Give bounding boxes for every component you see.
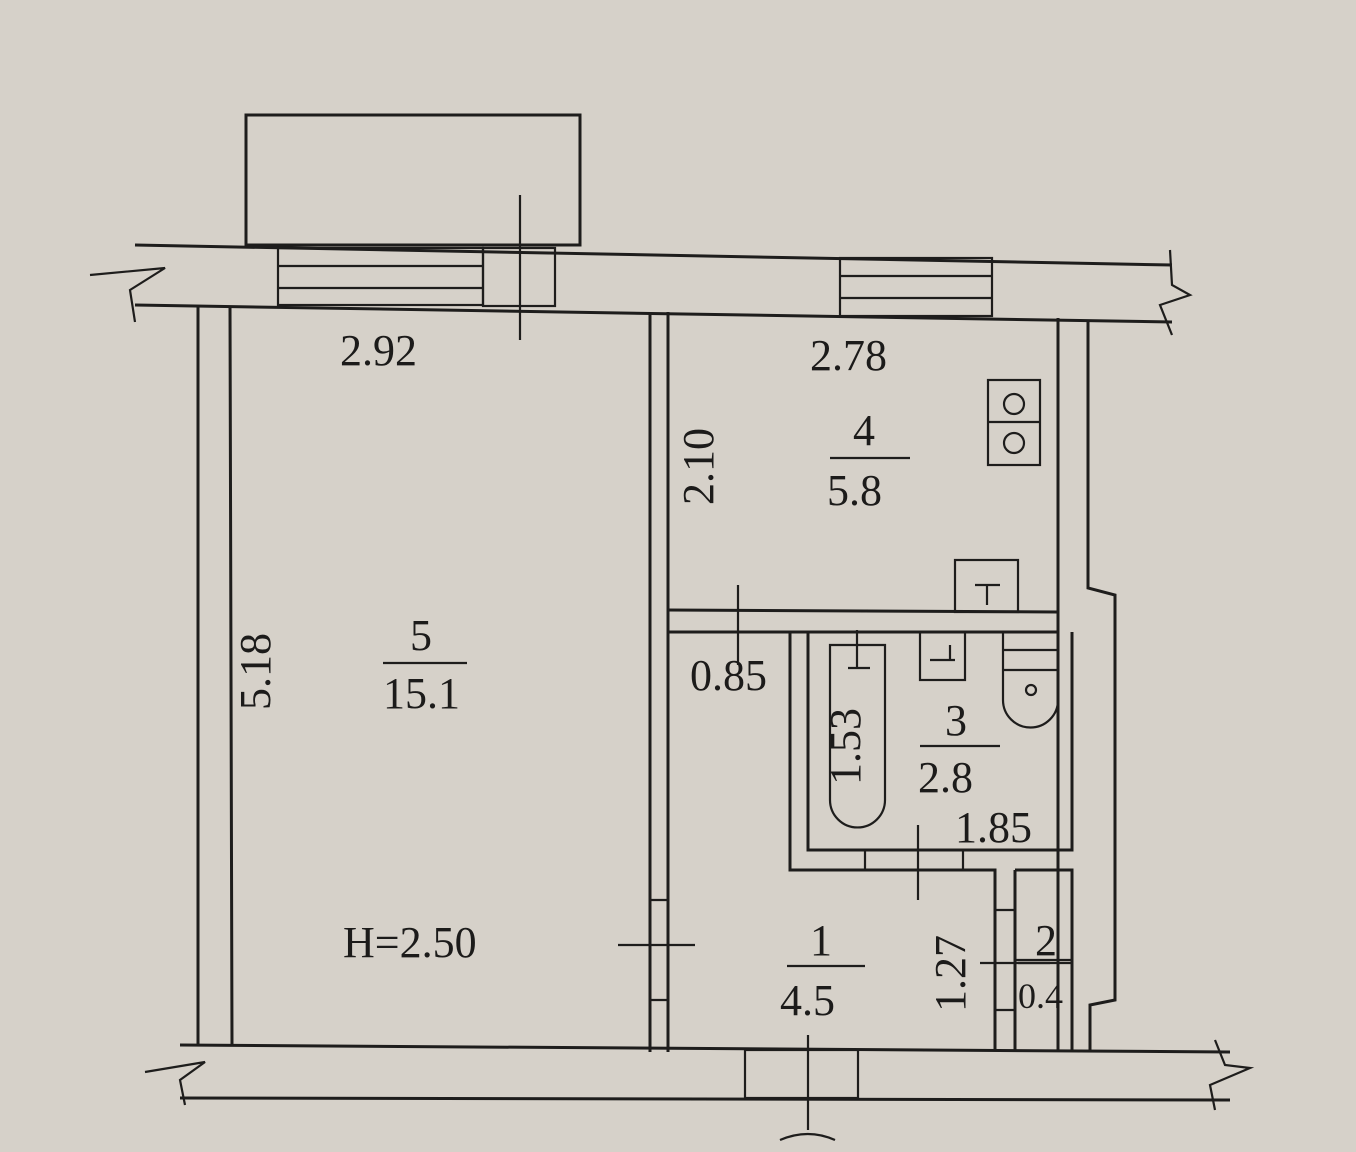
- room-number: 5: [410, 611, 432, 660]
- dimension-label: 1.27: [926, 935, 975, 1012]
- exterior-wall-bottom: [144, 1035, 1255, 1142]
- sink-icon: [953, 558, 1020, 614]
- room-area: 0.4: [1018, 976, 1063, 1016]
- stove-icon: [986, 378, 1042, 467]
- washbasin-icon: [918, 630, 967, 682]
- balcony: [244, 113, 582, 247]
- room-area: 2.8: [918, 753, 973, 802]
- bathtub-icon: [828, 630, 887, 829]
- bathroom-walls: [788, 632, 1074, 1050]
- exterior-wall-left: [196, 305, 234, 1047]
- dimension-label: 2.92: [340, 326, 417, 375]
- exterior-wall-top: [89, 195, 1193, 340]
- room-number: 1: [810, 916, 832, 965]
- room-area: 5.8: [827, 466, 882, 515]
- room-number: 4: [853, 406, 875, 455]
- room-number: 2: [1035, 916, 1057, 965]
- room-area: 4.5: [780, 976, 835, 1025]
- dimension-label: 2.78: [810, 331, 887, 380]
- dimension-label: 1.85: [955, 803, 1032, 852]
- dimension-label: 5.18: [231, 633, 280, 710]
- fraction-bars: [383, 456, 1072, 968]
- room-number: 3: [945, 696, 967, 745]
- toilet-icon: [1001, 630, 1060, 729]
- dimension-label: 0.85: [690, 651, 767, 700]
- partition-wall: [618, 312, 695, 1052]
- dimension-label: 1.53: [821, 708, 870, 785]
- ceiling-height-label: H=2.50: [343, 918, 477, 967]
- room-area: 15.1: [383, 669, 460, 718]
- dimension-label: 2.10: [674, 428, 723, 505]
